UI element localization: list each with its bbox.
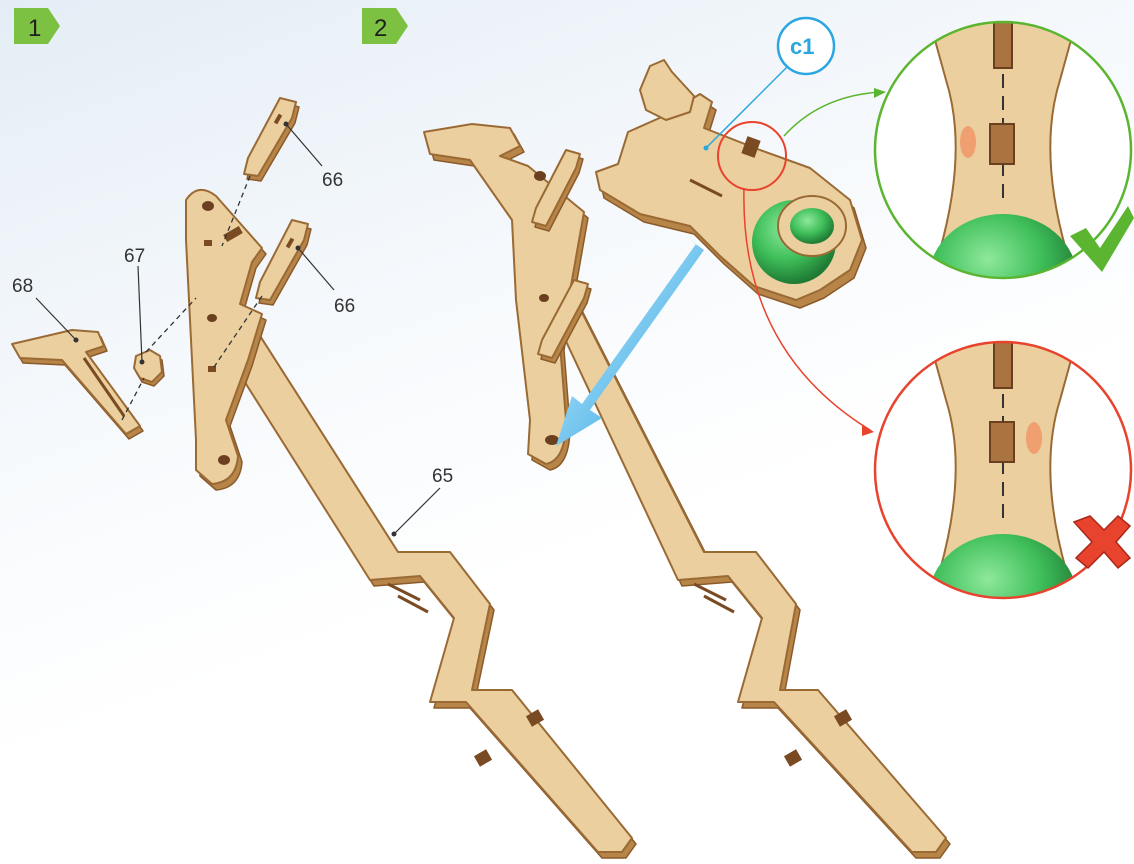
callout-c1-label: c1 — [790, 34, 814, 59]
part-label-66-lower: 66 — [334, 296, 355, 317]
good-connector-arrowhead — [874, 88, 886, 98]
detail-wrong — [875, 342, 1131, 662]
detail-correct — [875, 22, 1134, 342]
part-label-68: 68 — [12, 276, 33, 297]
part-68 — [12, 330, 143, 439]
part-label-66-upper: 66 — [322, 170, 343, 191]
part-65-rail — [232, 292, 636, 858]
part-label-65: 65 — [432, 466, 453, 487]
part-label-67: 67 — [124, 246, 145, 267]
bad-connector-arrowhead — [862, 424, 874, 436]
label-65: 65 — [392, 466, 454, 537]
label-67: 67 — [124, 246, 145, 365]
step-2-number: 2 — [374, 15, 387, 42]
part-66-upper — [244, 98, 299, 181]
part-67 — [134, 350, 164, 386]
label-66-lower: 66 — [296, 246, 356, 318]
good-detail-connector — [784, 92, 880, 136]
part-66-lower — [256, 220, 311, 305]
step-1-badge: 1 — [14, 8, 60, 44]
step-1-number: 1 — [28, 15, 41, 42]
label-68: 68 — [12, 276, 79, 343]
label-66-upper: 66 — [284, 122, 344, 192]
step-2-badge: 2 — [362, 8, 408, 44]
callout-c1: c1 — [704, 18, 835, 151]
step-2-assembled-rail — [540, 230, 950, 858]
